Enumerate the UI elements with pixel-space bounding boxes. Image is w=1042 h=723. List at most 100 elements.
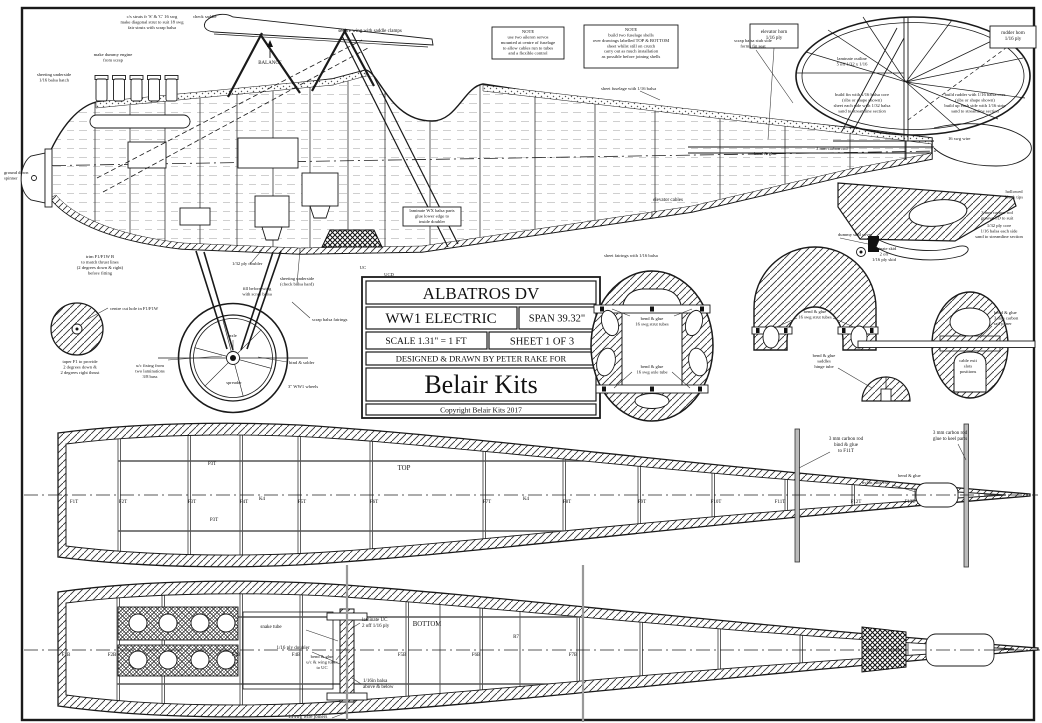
svg-text:F12T: F12T (851, 500, 862, 505)
k4-label-b: K4 (523, 497, 530, 502)
svg-text:F13T: F13T (905, 500, 916, 505)
designer-credit: DESIGNED & DRAWN BY PETER RAKE FOR (396, 354, 567, 364)
uc-label: UC (360, 265, 366, 270)
p3t-label-a: P3T (208, 462, 216, 467)
tail-skid (875, 239, 969, 261)
top-shell-station-labels: F1T F2T F3T F4T F5T F6T F7T F8T F9T F10T… (70, 500, 916, 505)
svg-text:F2B: F2B (108, 653, 117, 658)
balance-arrow (267, 40, 273, 58)
fuselage-side-view (20, 69, 941, 255)
bend-glue-label-2: bend & glue (898, 473, 921, 478)
bend-glue-rod-label: bend & glue (754, 151, 777, 156)
check-saddle-label: check saddle (193, 14, 217, 19)
sheet-border (20, 6, 1036, 722)
svg-text:F10T: F10T (711, 500, 722, 505)
top-view-label: TOP (398, 465, 411, 472)
build-fin-label: build fin with 1/16 balsa core(ribs or s… (834, 92, 891, 113)
uc-mount-block (321, 229, 383, 248)
sheet-fuselage-label: sheet fuselage with 1/16 balsa (601, 86, 656, 91)
p3t-label-b: P3T (210, 518, 218, 523)
rudder-outline (795, 16, 1031, 136)
dummy-skid-label: dummy skid cover (838, 232, 873, 237)
model-name: ALBATROS DV (423, 284, 540, 303)
ww1-wheels-label: 3" WW1 wheels (288, 384, 318, 389)
bottom-shell-station-labels: F1B F2B F3B F4B F5B F6B F7B (62, 653, 578, 658)
ply-doubler-132-label: 1/32 ply doubler (232, 261, 263, 266)
elevator-cables-label: elevator cables (653, 198, 683, 203)
svg-text:F4B: F4B (292, 653, 301, 658)
svg-text:F3B: F3B (232, 653, 241, 658)
balance-label: BALANCE (258, 61, 282, 66)
tail-post-block (861, 626, 907, 673)
svg-text:F5B: F5B (398, 653, 407, 658)
top-shell-plan: TOP P3T P3T K4 K4 F1T F2T F3T F4T F5T F6… (24, 422, 1038, 568)
svg-text:F8T: F8T (563, 500, 571, 505)
dummy-engine (89, 75, 191, 129)
fin-outline (833, 27, 934, 148)
wire-joiners-label: 14 swg wire joiners (288, 715, 327, 720)
radio-equipment (127, 137, 339, 241)
svg-text:F1B: F1B (62, 653, 71, 658)
scale-value: SCALE 1.31" = 1 FT (385, 337, 466, 347)
carbon-rod-keel[interactable] (963, 423, 969, 568)
bracing-wires (96, 39, 369, 193)
datum-line (27, 150, 941, 167)
ucd-label: UCD (384, 272, 394, 277)
tail-assembly (795, 16, 1032, 261)
scrap-fairings-label: scrap balsa fairings (312, 317, 348, 322)
sheet-number: SHEET 1 OF 3 (510, 337, 574, 348)
rudder-ribs (797, 16, 1026, 131)
landing-gear (195, 250, 282, 351)
title-block: ALBATROS DV WW1 ELECTRIC SPAN 39.32" SCA… (361, 276, 601, 419)
front-deck-sheeting (95, 69, 367, 109)
bottom-shell-plan: BOTTOM F1B F2B F3B F4B F5B F6B F7B R7 sn… (24, 565, 1040, 722)
ply-doubler-116-label: 1/16 ply doubler (276, 646, 309, 651)
lightening-holes (128, 613, 236, 670)
span-value: SPAN 39.32" (529, 314, 585, 325)
r7-label: R7 (513, 635, 519, 640)
svg-text:F1T: F1T (70, 500, 78, 505)
bottom-view-label: BOTTOM (413, 621, 442, 628)
elevator-outline (933, 123, 1032, 167)
svg-text:F7B: F7B (569, 653, 578, 658)
svg-text:F7T: F7T (483, 500, 491, 505)
carbon-rod-f11[interactable] (794, 428, 800, 563)
carbon-rod-3mm-label: 3 mm carbon rod (816, 146, 848, 151)
spinner (20, 148, 53, 208)
top-shell-formers (117, 434, 959, 556)
wheel (158, 302, 308, 414)
tail-joiner-rod (857, 340, 1036, 348)
spreader-label: spreader (226, 380, 242, 385)
svg-text:F3T: F3T (188, 500, 196, 505)
